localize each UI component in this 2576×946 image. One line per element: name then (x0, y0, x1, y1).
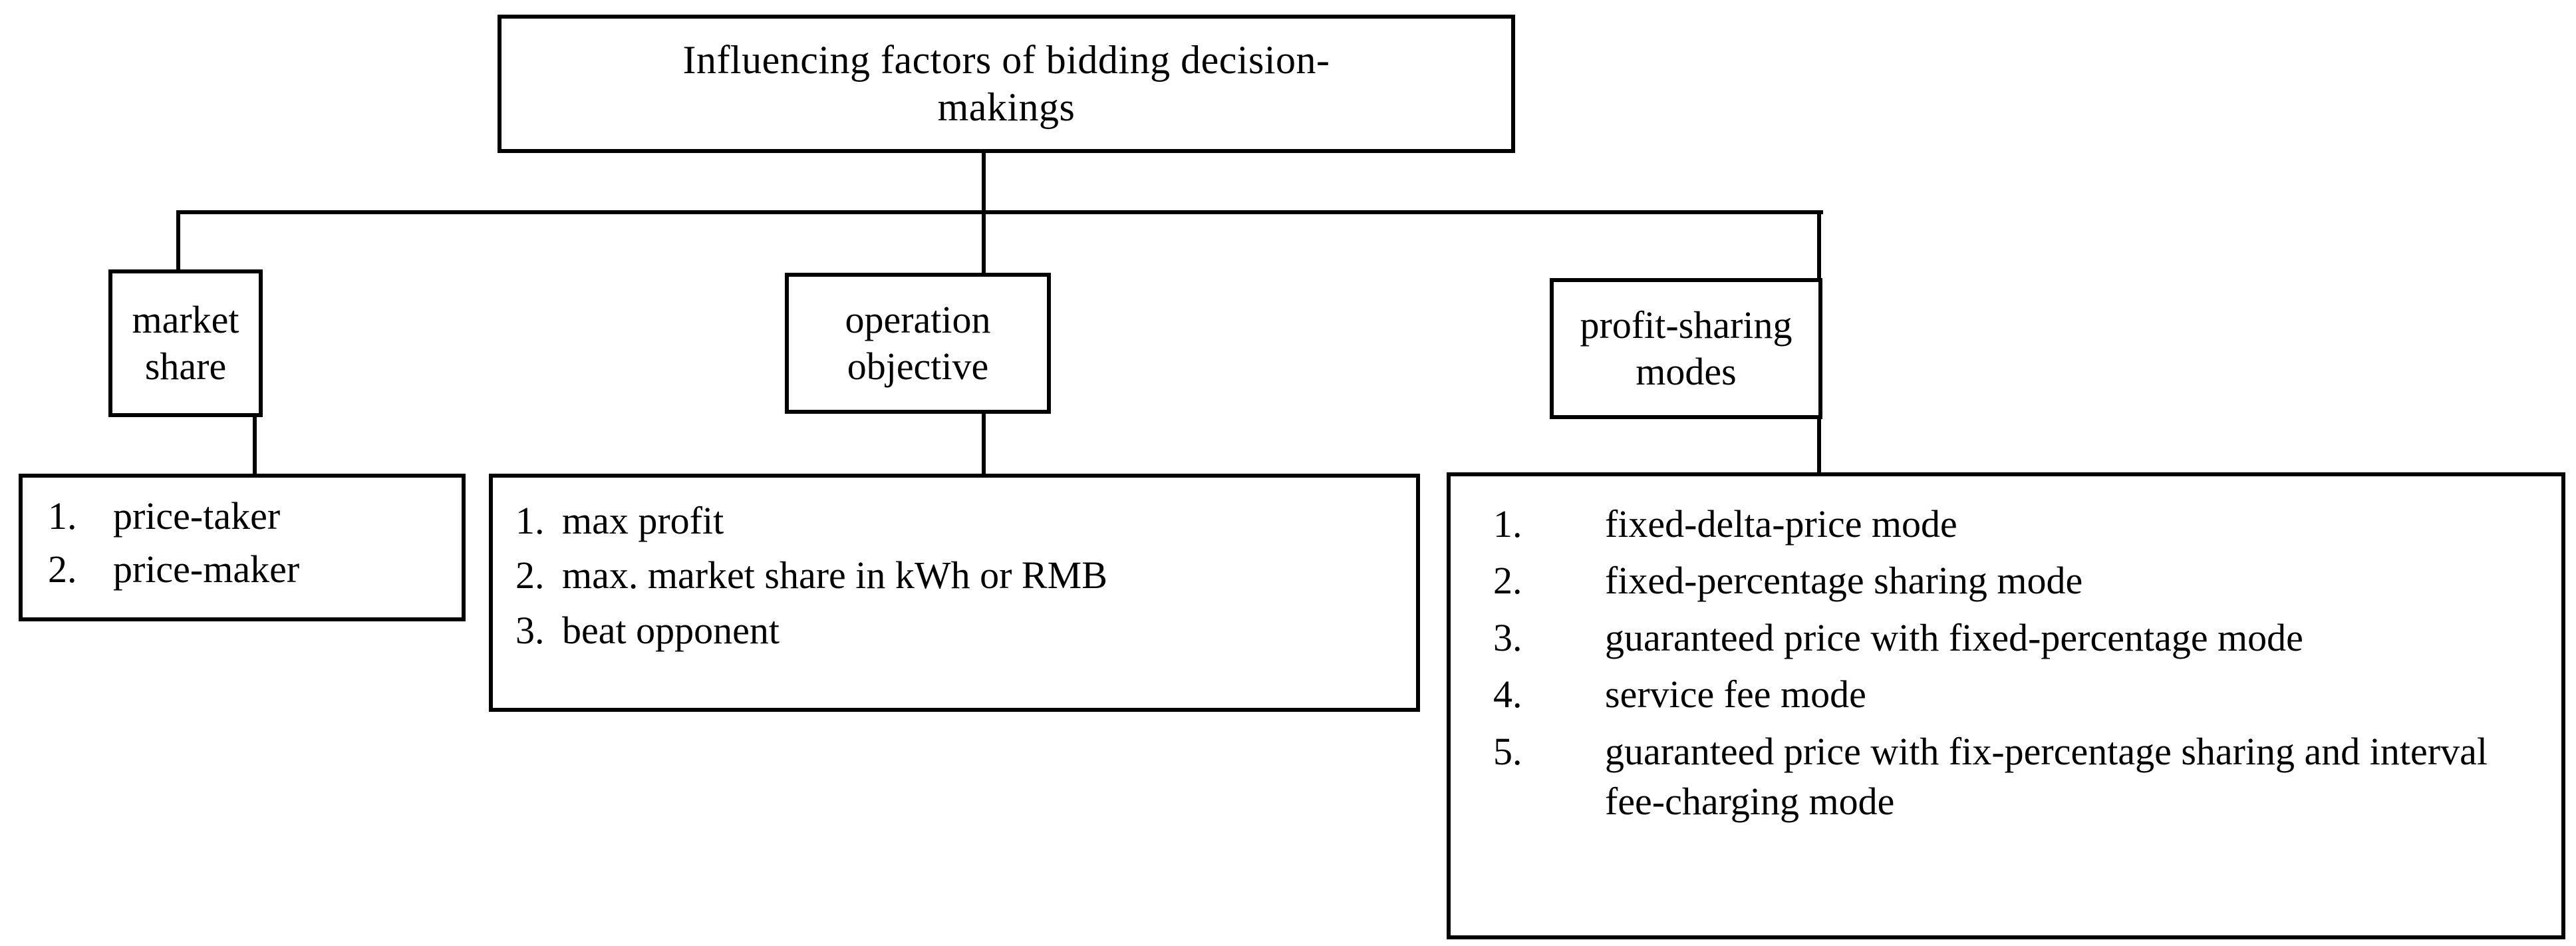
root-node-influencing-factors: Influencing factors of bidding decision-… (498, 15, 1515, 153)
connector-bus-to-operation (982, 210, 986, 275)
list-item-text: beat opponent (562, 608, 780, 652)
list-item-number: 3. (1493, 615, 1522, 659)
list-item: 1. max profit (515, 494, 1416, 548)
list-item-text: guaranteed price with fixed-percentage m… (1605, 615, 2303, 659)
branch-node-operation-objective-line-1: operation (845, 298, 991, 342)
list-item-text: price-maker (113, 548, 300, 591)
list-item: 1. price-taker (48, 490, 462, 543)
list-item: 3. beat opponent (515, 603, 1416, 658)
list-item-number: 4. (1493, 673, 1522, 716)
list-item-text: max. market share in kWh or RMB (562, 553, 1107, 597)
list-item-text: max profit (562, 499, 724, 542)
connector-horizontal-bus (176, 210, 1823, 214)
connector-bus-to-market-share (176, 210, 180, 271)
profit-sharing-modes-option-list: 1. fixed-delta-price mode 2. fixed-perce… (1493, 499, 2561, 826)
connector-operation-to-list (982, 411, 986, 476)
connector-profit-sharing-to-list (1817, 416, 1821, 475)
branch-node-operation-objective-line-2: objective (847, 345, 989, 388)
list-node-profit-sharing-modes-options: 1. fixed-delta-price mode 2. fixed-perce… (1447, 472, 2565, 939)
list-item-number: 1. (515, 499, 545, 542)
list-item-text: price-taker (113, 494, 281, 538)
list-item: 3. guaranteed price with fixed-percentag… (1493, 613, 2561, 663)
connector-root-to-bus (982, 152, 986, 214)
root-node-line-2: makings (937, 85, 1075, 129)
list-item: 1. fixed-delta-price mode (1493, 499, 2561, 549)
list-item: 4. service fee mode (1493, 669, 2561, 719)
list-item: 2. price-maker (48, 543, 462, 596)
list-item-number: 1. (1493, 502, 1522, 546)
branch-node-market-share: market share (108, 269, 263, 417)
branch-node-profit-sharing-modes-line-2: modes (1636, 350, 1737, 393)
list-item-text: fixed-percentage sharing mode (1605, 559, 2083, 603)
list-item: 2. fixed-percentage sharing mode (1493, 555, 2561, 605)
connector-bus-to-profit-sharing (1817, 210, 1821, 281)
list-item-text: fixed-delta-price mode (1605, 502, 1957, 546)
list-item-number: 5. (1493, 729, 1522, 773)
branch-node-operation-objective: operation objective (785, 273, 1051, 414)
branch-node-profit-sharing-modes: profit-sharing modes (1550, 278, 1822, 419)
branch-node-market-share-line-1: market (132, 298, 239, 342)
list-item-number: 3. (515, 608, 545, 652)
connector-market-share-to-list (253, 414, 257, 476)
list-item: 5. guaranteed price with fix-percentage … (1493, 726, 2561, 827)
root-node-line-1: Influencing factors of bidding decision- (682, 38, 1330, 82)
list-item: 2. max. market share in kWh or RMB (515, 548, 1416, 603)
list-node-market-share-options: 1. price-taker 2. price-maker (19, 474, 466, 621)
list-item-text: service fee mode (1605, 673, 1866, 716)
branch-node-profit-sharing-modes-line-1: profit-sharing (1580, 303, 1792, 347)
branch-node-market-share-line-2: share (144, 345, 227, 388)
list-node-operation-objective-options: 1. max profit 2. max. market share in kW… (489, 474, 1420, 712)
operation-objective-option-list: 1. max profit 2. max. market share in kW… (515, 494, 1416, 658)
list-item-number: 1. (48, 494, 77, 538)
list-item-number: 2. (48, 548, 77, 591)
market-share-option-list: 1. price-taker 2. price-maker (48, 490, 462, 596)
list-item-number: 2. (1493, 559, 1522, 603)
list-item-number: 2. (515, 553, 545, 597)
list-item-text: guaranteed price with fix-percentage sha… (1605, 729, 2488, 823)
